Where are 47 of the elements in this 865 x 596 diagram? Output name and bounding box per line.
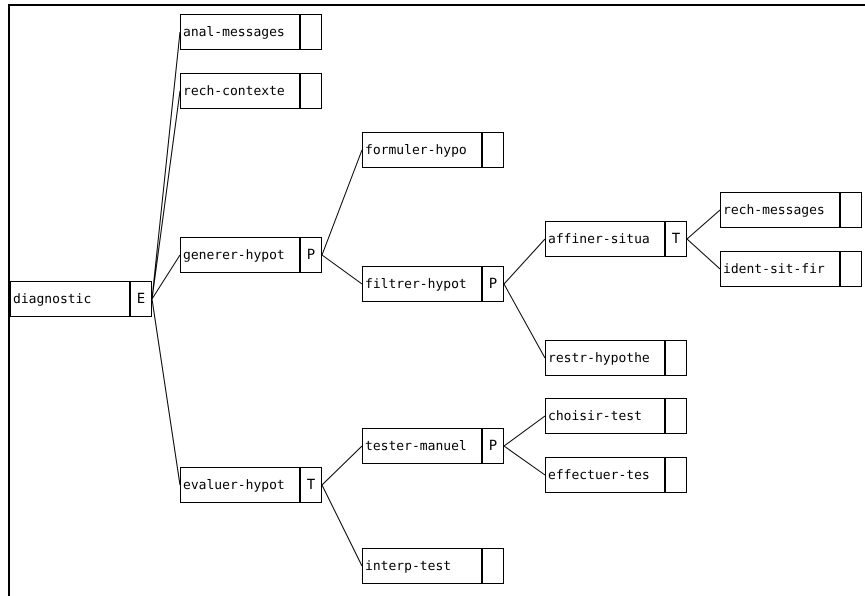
- task-box: [362, 428, 504, 464]
- task-name: rech-messages: [721, 193, 841, 227]
- task-name: ident-sit-fir: [721, 252, 841, 286]
- task-type-letter: T: [306, 476, 316, 495]
- task-box: [362, 548, 504, 584]
- task-box: [362, 132, 504, 168]
- connector-line: [686, 210, 720, 240]
- task-box: [180, 237, 322, 273]
- connector-line: [322, 150, 362, 256]
- task-box: [545, 340, 687, 376]
- connector-line: [322, 484, 362, 566]
- task-name: effectuer-tes: [546, 458, 666, 492]
- task-box: [362, 266, 504, 302]
- task-name: interp-test: [363, 549, 483, 583]
- task-name: anal-messages: [181, 15, 301, 49]
- task-type-letter: P: [306, 246, 316, 265]
- connector-line: [504, 238, 546, 284]
- task-name: tester-manuel: [363, 429, 483, 463]
- task-box: [10, 281, 152, 317]
- task-name: choisir-test: [546, 399, 666, 433]
- connector-line: [504, 446, 546, 476]
- task-box: [545, 221, 687, 257]
- connector-line: [686, 238, 720, 270]
- task-name: affiner-situa: [546, 222, 666, 256]
- task-type-letter: P: [488, 275, 498, 294]
- task-type-letter: T: [670, 230, 682, 249]
- task-type-letter: E: [136, 290, 146, 309]
- task-box: [180, 14, 322, 50]
- connector-line: [322, 446, 362, 486]
- task-box: [720, 251, 862, 287]
- connector-line: [152, 254, 180, 300]
- task-name: diagnostic: [11, 282, 131, 316]
- task-box: [180, 73, 322, 109]
- connector-line: [504, 284, 546, 358]
- task-box: [720, 192, 862, 228]
- task-name: restr-hypothe: [546, 341, 666, 375]
- task-name: rech-contexte: [181, 74, 301, 108]
- task-type-letter: P: [488, 437, 498, 456]
- task-box: [545, 457, 687, 493]
- task-name: generer-hypot: [181, 238, 301, 272]
- task-box: [545, 398, 687, 434]
- task-name: formuler-hypo: [363, 133, 483, 167]
- task-name: filtrer-hypot: [363, 267, 483, 301]
- connector-line: [504, 416, 546, 446]
- connector-line: [322, 254, 362, 284]
- task-name: evaluer-hypot: [181, 468, 301, 502]
- task-box: [180, 467, 322, 503]
